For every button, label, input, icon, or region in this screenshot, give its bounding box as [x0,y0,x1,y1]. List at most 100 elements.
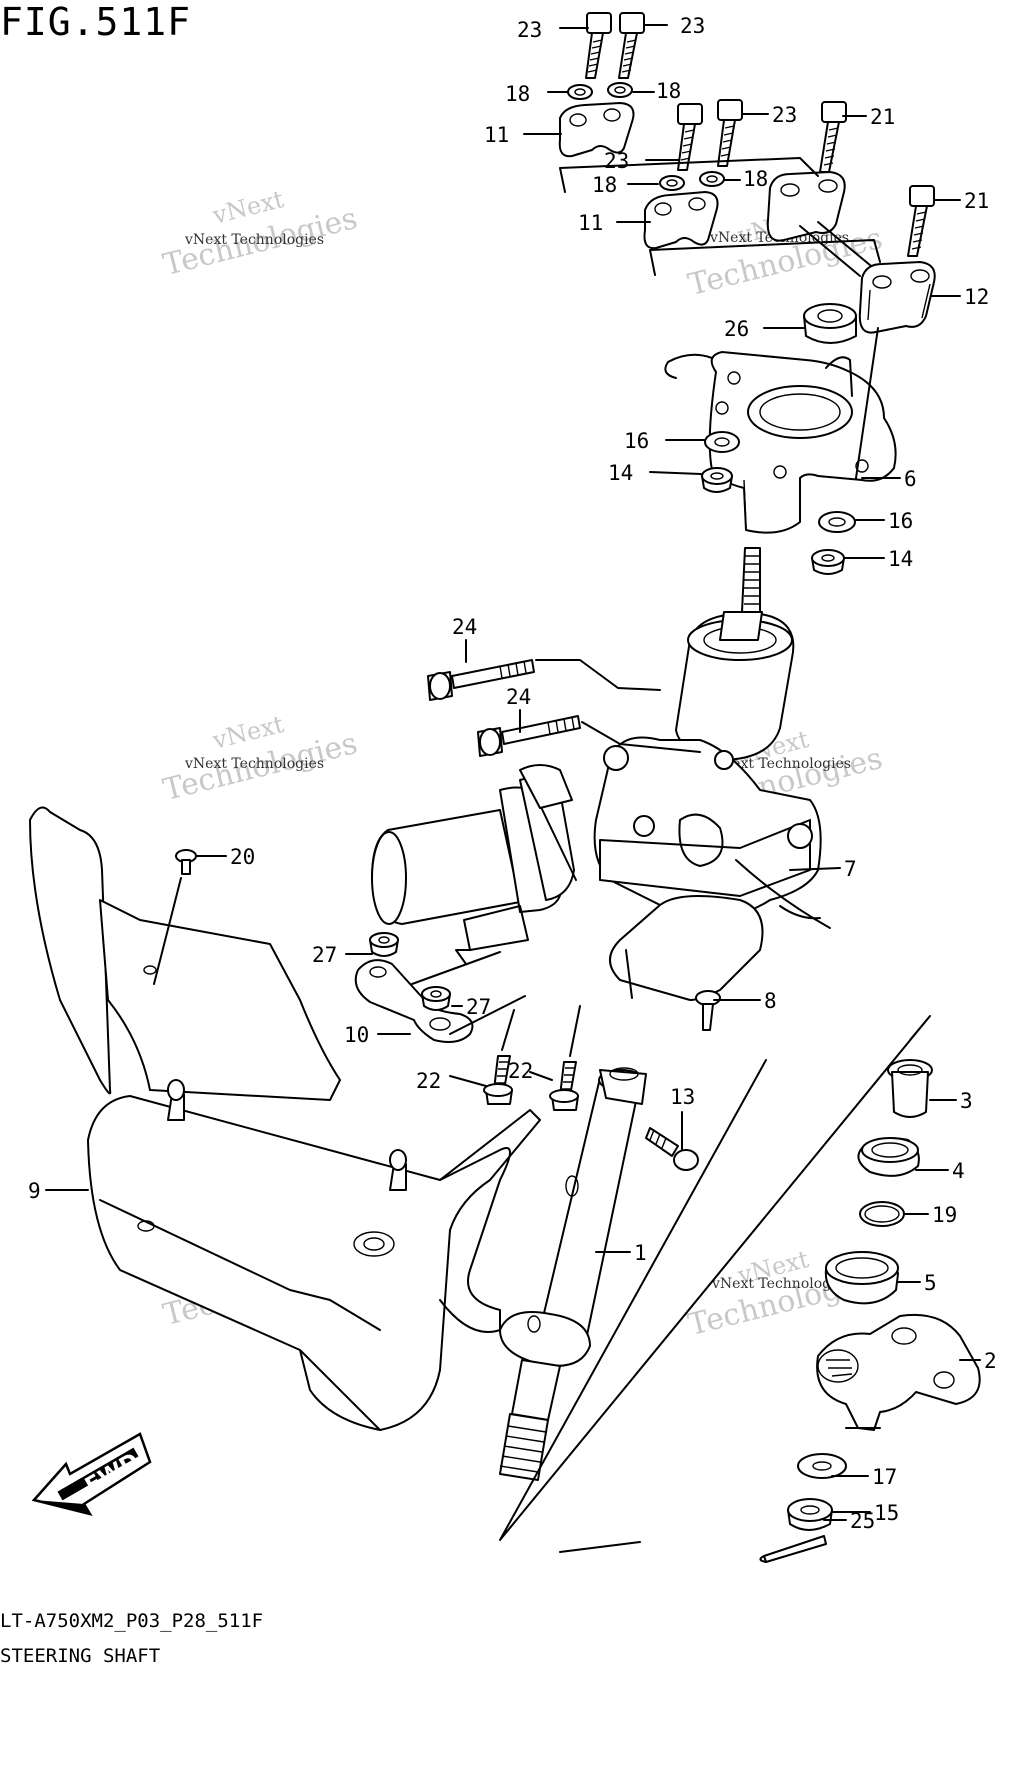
cover-9 [29,806,541,1431]
eps-motor [371,764,577,965]
callout-24: 24 [452,615,477,639]
bolt-13 [645,1127,699,1171]
callout-11: 11 [578,211,603,235]
washer-16-b [818,511,856,533]
callout-9: 9 [28,1179,41,1203]
cotter-pin-25 [763,1535,827,1563]
callout-23: 23 [772,103,797,127]
leader-line [501,1005,581,1057]
callout-labels: 23 23 18 18 11 23 21 23 18 18 11 21 12 2… [28,14,997,1533]
callout-13: 13 [670,1085,695,1109]
figure-title: FIG.511F [0,0,192,44]
callout-4: 4 [952,1159,965,1183]
callout-22: 22 [416,1069,441,1093]
callout-17: 17 [872,1465,897,1489]
callout-22: 22 [508,1059,533,1083]
callout-14: 14 [608,461,633,485]
callout-24: 24 [506,685,531,709]
callout-20: 20 [230,845,255,869]
holder-12-upper [766,171,877,277]
leader-line [153,877,182,985]
washer-18-a [567,84,593,100]
bolt-23-b [618,12,645,79]
bolt-8 [695,990,721,1031]
callout-23: 23 [517,18,542,42]
callout-18: 18 [505,82,530,106]
watermark-caption: vNext Technologies [711,1276,851,1292]
fwd-arrow-icon: FWD [31,1432,152,1516]
callout-21: 21 [964,189,989,213]
nut-26 [803,303,857,344]
bolt-21-b [907,185,935,257]
washer-18-c [659,175,685,191]
callout-18: 18 [743,167,768,191]
clamp-11-b [643,191,719,250]
figure-code: LT-A750XM2_P03_P28_511F [0,1610,264,1632]
callout-3: 3 [960,1089,973,1113]
nut-15 [787,1498,833,1531]
callout-16: 16 [888,509,913,533]
callout-16: 16 [624,429,649,453]
callout-19: 19 [932,1203,957,1227]
bolt-23-c [677,103,703,171]
callout-21: 21 [870,105,895,129]
callout-12: 12 [964,285,989,309]
bushing-3 [887,1059,933,1118]
callout-leaders [45,24,981,1521]
bolt-23-a [585,12,612,79]
bracket-line [559,157,819,193]
nut-27-a [369,932,399,957]
bolt-24-b [477,715,581,757]
callout-11: 11 [484,123,509,147]
leader-line [855,327,879,479]
callout-8: 8 [764,989,777,1013]
watermark-caption: vNext Technologies [184,756,324,772]
callout-10: 10 [344,1023,369,1047]
leader-line [411,951,526,1035]
bearing-4 [857,1137,920,1177]
bolt-23-d [717,99,743,167]
bolt-path-line [535,659,701,753]
holder-12 [858,261,936,334]
bolt-21-a [819,101,847,173]
shaft-pinion [625,949,633,999]
callout-23: 23 [680,14,705,38]
steering-shaft-1 [499,1067,647,1481]
callout-27: 27 [312,943,337,967]
nut-14-a [701,467,733,493]
wire [779,905,821,920]
watermark-caption: vNext Technologies [184,232,324,248]
callout-6: 6 [904,467,917,491]
callout-2: 2 [984,1349,997,1373]
callout-23: 23 [604,149,629,173]
callout-25: 25 [850,1509,875,1533]
pitman-arm-2 [816,1313,981,1431]
washer-18-b [607,82,633,98]
bracket-6 [664,351,897,534]
eps-unit-7 [593,611,831,1001]
bolt-24-a [427,659,535,701]
callout-15: 15 [874,1501,899,1525]
washer-16-a [704,431,740,453]
callout-5: 5 [924,1271,937,1295]
plate-10 [354,959,474,1043]
washer-18-d [699,171,725,187]
callout-7: 7 [844,857,857,881]
nut-27-b [421,986,451,1011]
seal-5 [824,1251,899,1305]
upper-shaft-spline [741,547,761,613]
callout-18: 18 [656,79,681,103]
callout-14: 14 [888,547,913,571]
callout-26: 26 [724,317,749,341]
bracket-line [499,1015,931,1553]
watermark-caption: vNext Technologies [711,756,851,772]
callout-1: 1 [634,1241,647,1265]
washer-17 [797,1453,847,1479]
bolt-22-a [483,1055,513,1105]
bolt-22-b [549,1061,579,1111]
callout-18: 18 [592,173,617,197]
clip-20 [175,849,197,875]
nut-14-b [811,549,845,575]
clamp-11-a [558,102,635,158]
figure-name: STEERING SHAFT [0,1645,161,1667]
